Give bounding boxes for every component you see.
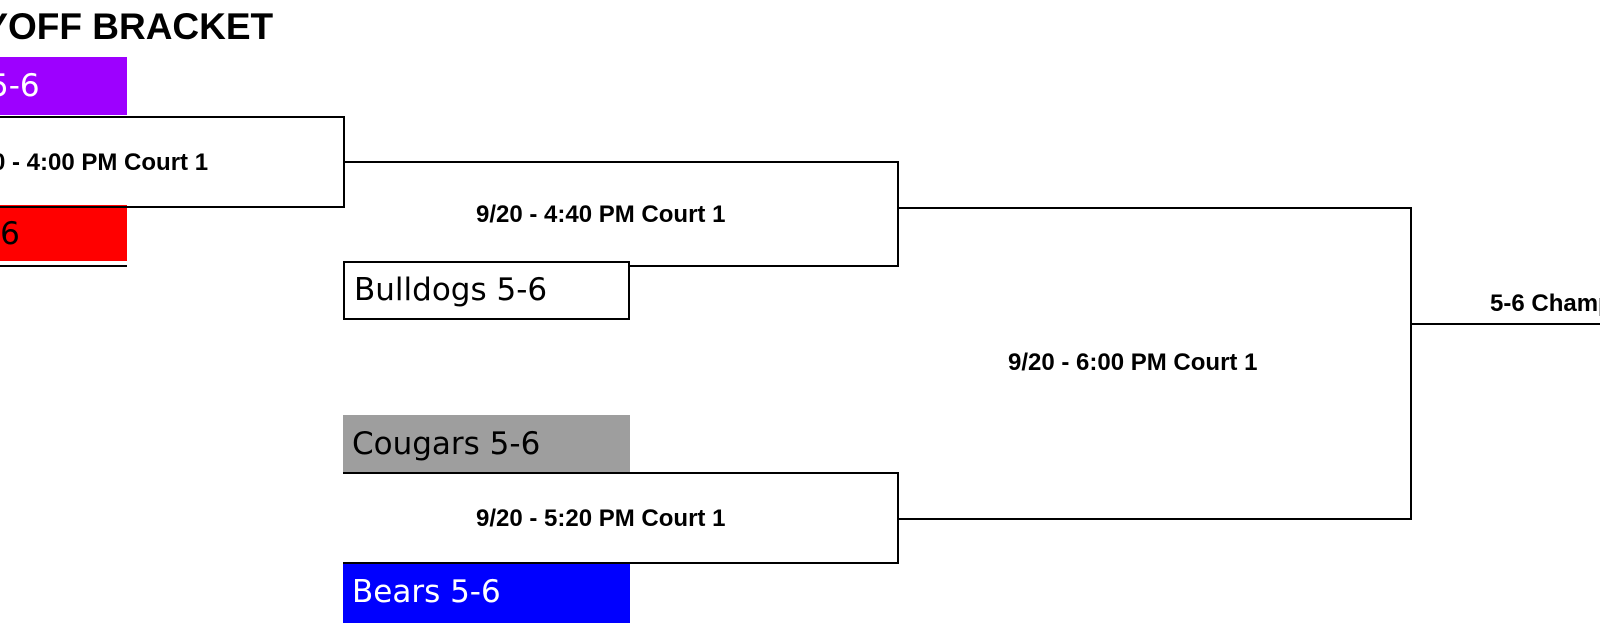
championship-label: 5-6 Champion (1490, 290, 1600, 317)
bracket-line (630, 265, 899, 267)
team-slot-cougars: Cougars 5-6 (343, 415, 630, 473)
bracket-line (899, 518, 1412, 520)
bracket-line (1412, 323, 1600, 325)
bracket-line (899, 207, 1412, 209)
team-slot-red: -6 (0, 205, 127, 261)
bracket-line (343, 116, 345, 208)
team-slot-bears: Bears 5-6 (343, 563, 630, 623)
bracket-line (897, 161, 899, 267)
bracket-line (1410, 207, 1412, 520)
team-slot-purple: 5-6 (0, 57, 127, 115)
bracket-line (343, 562, 899, 564)
bracket-line (345, 161, 899, 163)
game-4-time: 9/20 - 6:00 PM Court 1 (1008, 349, 1258, 376)
team-slot-underline (0, 265, 127, 267)
game-1-time: 0 - 4:00 PM Court 1 (0, 149, 209, 176)
bracket-line (0, 206, 345, 208)
page-title: AYOFF BRACKET (0, 6, 274, 47)
bracket-line (0, 116, 345, 118)
game-3-time: 9/20 - 5:20 PM Court 1 (476, 505, 726, 532)
bracket-line (897, 472, 899, 564)
game-2-time: 9/20 - 4:40 PM Court 1 (476, 201, 726, 228)
team-slot-bulldogs: Bulldogs 5-6 (343, 261, 630, 320)
bracket-line (343, 472, 899, 474)
